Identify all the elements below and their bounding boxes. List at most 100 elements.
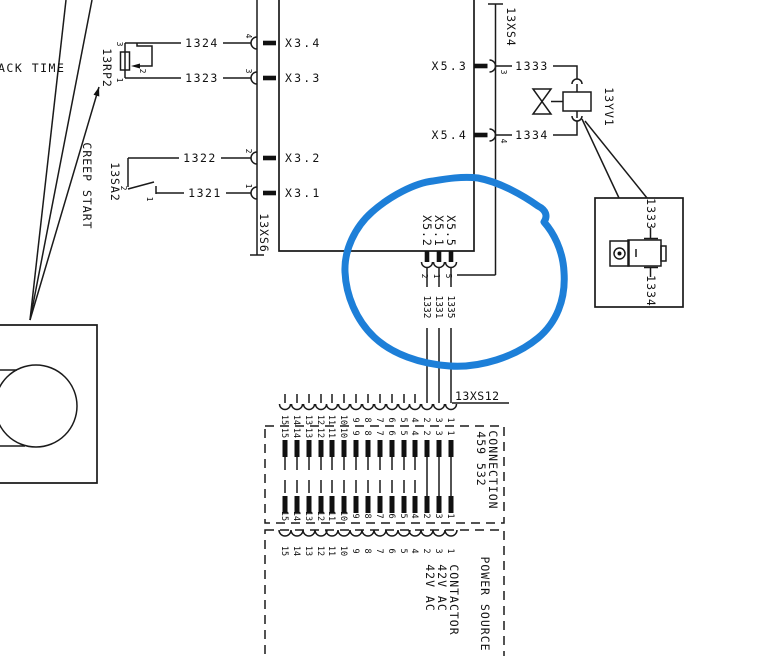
valve-symbol: [531, 100, 553, 115]
wire-label: 1334: [644, 275, 658, 307]
xs12-label: 13XS12: [455, 389, 500, 403]
resistor-body: [119, 51, 131, 71]
xs12-pin-number: 12: [315, 415, 325, 425]
creep-start-label: CREEP START: [80, 142, 94, 229]
panel-box: [0, 324, 98, 484]
power-pin-label: 42V AC: [435, 564, 449, 612]
pin-number: 2: [420, 274, 429, 279]
pin-number: 1: [244, 184, 253, 189]
wire-label: 1333: [515, 59, 549, 73]
power-pin-number: 10: [338, 546, 348, 556]
xs12-pin-number: 10: [338, 415, 348, 425]
connection-pin-number: 15: [279, 428, 289, 438]
pin-number: 3: [244, 69, 253, 74]
connection-pin-number: 8: [362, 513, 372, 518]
connection-subtitle: 459 532: [474, 431, 488, 486]
terminal-label: X5.2: [420, 215, 434, 247]
port-circle: [613, 247, 626, 260]
connection-pin-number: 11: [326, 511, 336, 521]
left-wires: 1324 1323 1322 1321: [125, 36, 251, 200]
connection-title: CONNECTION: [486, 430, 500, 509]
connector-13xs12: 13XS12 15 14 13 12 11 10 9 8 7 6 5 4 2 3…: [278, 389, 509, 425]
connection-pin-number: 13: [303, 428, 313, 438]
terminal-label: X3.4: [285, 36, 322, 50]
wire-label: 1331: [433, 296, 444, 319]
connection-pin-number: 4: [409, 430, 419, 435]
xs12-pin-number: 9: [350, 417, 360, 422]
solenoid-port: [609, 240, 630, 267]
pin-number: 4: [244, 34, 253, 39]
x5-bottom-pins: 2 1 5 1332 1331 1335: [420, 251, 458, 403]
solenoid-body: [627, 239, 662, 267]
connection-pin-number: 1: [445, 430, 455, 435]
wire-label: 1321: [188, 186, 222, 200]
terminal-label: X5.5: [444, 215, 458, 247]
connection-pin-number: 9: [350, 430, 360, 435]
terminal-label: X5.3: [432, 59, 469, 73]
power-pin-number: 8: [362, 548, 372, 553]
pin-number: 1: [432, 274, 441, 279]
connection-pin-number: 3: [433, 513, 443, 518]
rp2-ref-label: 13RP2: [100, 48, 114, 88]
connector-13xs6: 13XS6 4 3 2 1: [244, 0, 276, 256]
connection-pin-number: 14: [291, 511, 301, 521]
power-pin-number: 11: [326, 546, 336, 556]
switch-13sa2: 13SA2 2 1: [108, 158, 157, 202]
xs12-pin-number: 14: [291, 415, 301, 425]
pin-number: 3: [115, 42, 124, 47]
connection-pin-number: 5: [398, 430, 408, 435]
connection-pin-number: 6: [386, 430, 396, 435]
xs12-pin-number: 2: [421, 417, 431, 422]
power-pin-number: 9: [350, 548, 360, 553]
pin-number: 4: [499, 139, 508, 144]
controller-box: X3.4 X3.3 X3.2 X3.1 X5.3 X5.4 X5.2 X5.1 …: [278, 0, 475, 252]
power-pin-number: 1: [445, 548, 455, 553]
connector-13xs4: 13XS4 3 4: [457, 3, 518, 276]
pin-number: 2: [244, 149, 253, 154]
connection-pin-number: 7: [374, 430, 384, 435]
connection-pin-number: 6: [386, 513, 396, 518]
potentiometer-13rp2: 13RP2 3 2 1: [100, 42, 153, 88]
connection-pin-number: 15: [279, 511, 289, 521]
terminal-label: X3.1: [285, 186, 322, 200]
connection-pin-number: 13: [303, 511, 313, 521]
xs12-pin-number: 8: [362, 417, 372, 422]
wire-label: 1323: [185, 71, 219, 85]
highlight-annotation: [341, 173, 568, 370]
socket-arc-row: [278, 529, 458, 537]
solenoid-coil: [562, 91, 592, 112]
terminal-label: X5.4: [432, 128, 469, 142]
back-time-label: ACK TIME: [0, 61, 65, 75]
terminal-label: X3.3: [285, 71, 322, 85]
xs4-label: 13XS4: [504, 7, 518, 47]
power-pin-number: 14: [291, 546, 301, 556]
connection-pin-number: 10: [338, 428, 348, 438]
xs12-pin-number: 5: [398, 417, 408, 422]
pin-number: 5: [444, 274, 453, 279]
connection-pin-number: 4: [409, 513, 419, 518]
connection-box: 15 14 13 12 11 10 9 8 7 6 5 4 2 3 1 15 1…: [264, 425, 505, 524]
connection-pin-number: 7: [374, 513, 384, 518]
pointer-lines: [29, 0, 100, 321]
terminal-label: X3.2: [285, 151, 322, 165]
power-pin-number: 5: [398, 548, 408, 553]
power-pin-number: 6: [386, 548, 396, 553]
xs12-pin-number: 4: [409, 417, 419, 422]
connection-pin-number: 11: [326, 428, 336, 438]
power-pin-number: 12: [315, 546, 325, 556]
power-pin-label: CONTACTOR: [447, 564, 461, 635]
connection-pin-number: 2: [421, 513, 431, 518]
connection-pin-number: 10: [338, 511, 348, 521]
xs12-pin-number: 3: [433, 417, 443, 422]
power-pin-number: 15: [279, 546, 289, 556]
solenoid-box: 1333 1334: [594, 197, 684, 308]
xs6-label: 13XS6: [257, 213, 271, 253]
wiper-arrowhead: [131, 63, 140, 69]
valve-13yv1: 1333 1334 13YV1: [495, 59, 648, 199]
wire-label: 1334: [515, 128, 549, 142]
pin-number: 1: [115, 78, 124, 83]
wire-label: 1332: [421, 296, 432, 319]
connection-pin-number: 2: [421, 430, 431, 435]
